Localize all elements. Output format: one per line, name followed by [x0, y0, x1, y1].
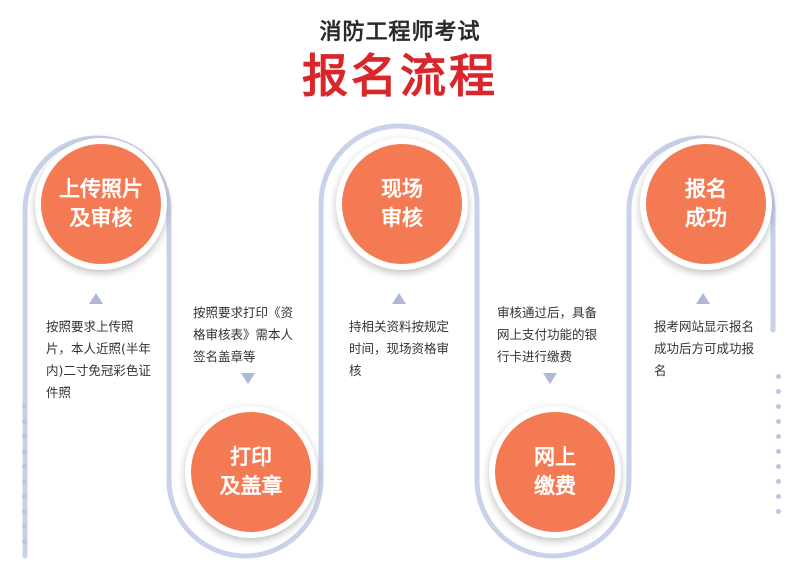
arrow-up-icon — [89, 293, 103, 304]
step-5-label: 报名 成功 — [685, 177, 727, 230]
page-subtitle: 消防工程师考试 — [319, 20, 481, 45]
track-lane-2 — [166, 477, 324, 559]
step-1-circle: 上传照片 及审核 — [35, 138, 167, 270]
step-2-label: 打印 及盖章 — [219, 445, 283, 498]
step-1-desc: 按照要求上传照片，本人近照(半年内)二寸免冠彩色证件照 — [46, 319, 151, 400]
track-lane-3 — [318, 123, 480, 483]
track-lane-4 — [474, 477, 632, 559]
step-3-circle: 现场 审核 — [336, 138, 468, 270]
arrow-down-icon — [543, 373, 557, 384]
arrow-up-icon — [392, 293, 406, 304]
step-2-desc: 按照要求打印《资格审核表》需本人签名盖章等 — [193, 305, 294, 364]
step-3-label: 现场 审核 — [381, 177, 423, 230]
step-4-circle: 网上 缴费 — [489, 406, 621, 538]
step-4-label: 网上 缴费 — [534, 445, 576, 498]
step-5-desc: 报考网站显示报名成功后方可成功报名 — [654, 319, 755, 378]
step-3-desc: 持相关资料按规定时间，现场资格审核 — [349, 319, 450, 378]
step-2-circle: 打印 及盖章 — [185, 406, 317, 538]
step-4-desc: 审核通过后，具备网上支付功能的银行卡进行缴费 — [497, 305, 598, 364]
arrow-up-icon — [696, 293, 710, 304]
page-title: 报名流程 — [302, 49, 498, 103]
step-1-label: 上传照片 及审核 — [59, 177, 143, 230]
arrow-down-icon — [241, 373, 255, 384]
step-5-circle: 报名 成功 — [640, 138, 772, 270]
